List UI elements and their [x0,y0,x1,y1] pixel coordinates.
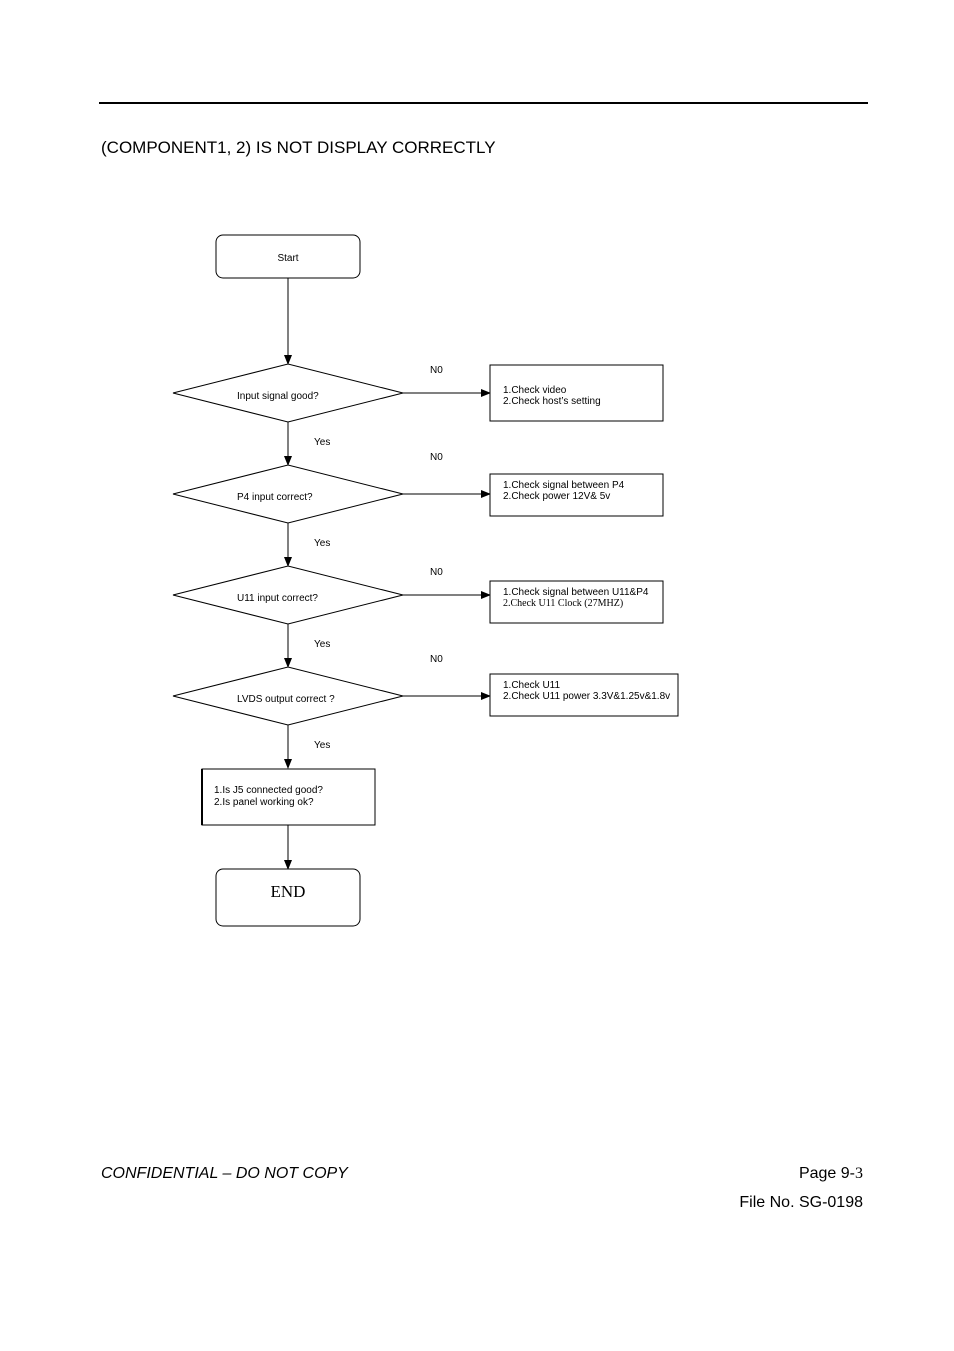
confidential-notice: CONFIDENTIAL – DO NOT COPY [101,1165,348,1182]
start-label: Start [277,253,298,264]
yes-label-3: Yes [314,639,330,650]
action-box-2 [489,473,664,517]
action-box-4 [489,673,679,717]
top-rule [99,102,868,104]
no-label-4: N0 [430,654,443,665]
end-terminal [215,868,361,927]
decision-p4-input-label: P4 input correct? [237,492,313,503]
yes-label-4: Yes [314,740,330,751]
final-check-line-2: 2.Is panel working ok? [214,797,314,808]
action-2-line-2: 2.Check power 12V& 5v [503,491,610,502]
action-4-line-1: 1.Check U11 [503,680,561,691]
action-1-line-1: 1.Check video [503,385,567,396]
action-box-3 [489,580,664,624]
decision-lvds-output-label: LVDS output correct ? [237,694,335,705]
no-label-3: N0 [430,567,443,578]
yes-label-1: Yes [314,437,330,448]
page-number-value: 3 [855,1165,863,1182]
decision-u11-input-label: U11 input correct? [237,593,318,604]
no-label-1: N0 [430,365,443,376]
end-label: END [271,882,306,901]
page-number: Page 9-3 [799,1165,863,1183]
page-label: Page 9- [798,1165,855,1182]
action-3-line-1: 1.Check signal between U11&P4 [503,587,649,598]
final-check-line-1: 1.Is J5 connected good? [214,785,323,796]
action-2-line-1: 1.Check signal between P4 [503,480,625,491]
action-3-line-2: 2.Check U11 Clock (27MHZ) [503,598,623,609]
action-1-line-2: 2.Check host’s setting [503,396,601,407]
no-label-2: N0 [430,452,443,463]
final-check-box [201,768,376,826]
action-box-1 [489,364,664,422]
file-number: File No. SG-0198 [739,1194,863,1211]
decision-input-signal-label: Input signal good? [237,391,319,402]
page-title: (COMPONENT1, 2) IS NOT DISPLAY CORRECTLY [101,138,496,157]
yes-label-2: Yes [314,538,330,549]
action-4-line-2: 2.Check U11 power 3.3V&1.25v&1.8v [503,691,670,702]
